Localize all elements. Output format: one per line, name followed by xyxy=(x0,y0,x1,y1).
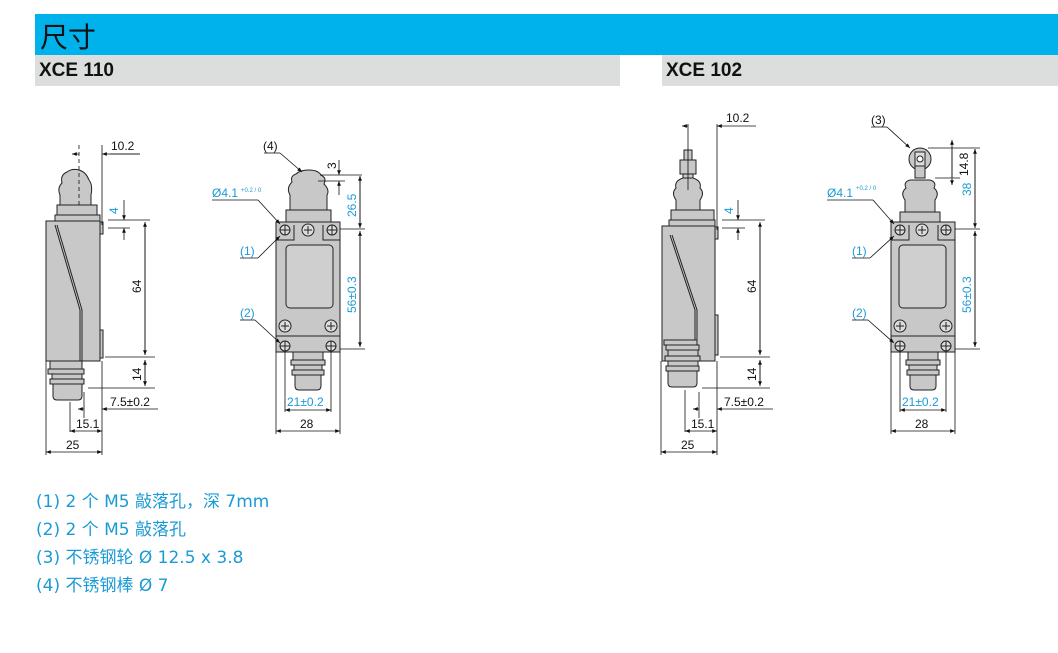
dim-bottom: 14 xyxy=(130,367,144,381)
dim-hole-spacing: 21±0.2 xyxy=(287,395,324,409)
dim-width: 28 xyxy=(915,417,929,431)
callout-2: (2) xyxy=(240,306,255,320)
model-name: XCE 110 xyxy=(39,60,114,81)
section-title: 尺寸 xyxy=(40,21,97,54)
callout-1: (1) xyxy=(240,244,255,258)
dim-width: 25 xyxy=(66,438,80,452)
dim-depth-tol: 7.5±0.2 xyxy=(110,395,150,409)
dim-upper: 38 xyxy=(960,182,974,196)
dim-hole-tol: +0.2 / 0 xyxy=(241,188,262,194)
dim-hole: Ø4.1 xyxy=(212,186,238,200)
dim-height: 64 xyxy=(745,279,759,293)
footnote-1: (1) 2 个 M5 敲落孔，深 7mm xyxy=(36,492,270,512)
footnote-2: (2) 2 个 M5 敲落孔 xyxy=(36,520,186,540)
dim-hole-tol: +0.2 / 0 xyxy=(856,186,877,192)
footnote-4: (4) 不锈钢棒 Ø 7 xyxy=(36,576,169,596)
screw-icons xyxy=(278,223,338,352)
footnotes: (1) 2 个 M5 敲落孔，深 7mm (2) 2 个 M5 敲落孔 (3) … xyxy=(36,488,269,600)
callout-2: (2) xyxy=(852,306,867,320)
dim-width: 25 xyxy=(681,438,695,452)
dim-roller: 14.8 xyxy=(957,152,971,176)
dim-depth: 15.1 xyxy=(76,417,100,431)
model-name: XCE 102 xyxy=(666,60,743,81)
callout-1: (1) xyxy=(852,244,867,258)
dim-width: 28 xyxy=(300,417,314,431)
model-header-xce102: XCE 102 xyxy=(662,55,1058,86)
dim-hole: Ø4.1 xyxy=(827,186,853,200)
dim-depth: 15.1 xyxy=(691,417,715,431)
callout-3: (3) xyxy=(871,113,886,127)
dim-upper: 26.5 xyxy=(345,193,359,217)
section-title-bar: 尺寸 xyxy=(35,14,1058,55)
dim-top: 3 xyxy=(325,162,339,169)
dim-bottom: 14 xyxy=(745,367,759,381)
dim-body: 56±0.3 xyxy=(345,276,359,313)
dim-depth-tol: 7.5±0.2 xyxy=(724,395,764,409)
dim-gap: 4 xyxy=(722,207,736,214)
footnote-3: (3) 不锈钢轮 Ø 12.5 x 3.8 xyxy=(36,548,244,568)
dim-gap: 4 xyxy=(107,207,121,214)
callout-4: (4) xyxy=(263,139,278,153)
dim-height: 64 xyxy=(130,279,144,293)
dim-offset: 10.2 xyxy=(111,139,135,153)
dim-hole-spacing: 21±0.2 xyxy=(902,395,939,409)
dim-body: 56±0.3 xyxy=(960,276,974,313)
model-header-xce110: XCE 110 xyxy=(35,55,620,86)
dim-offset: 10.2 xyxy=(726,111,750,125)
